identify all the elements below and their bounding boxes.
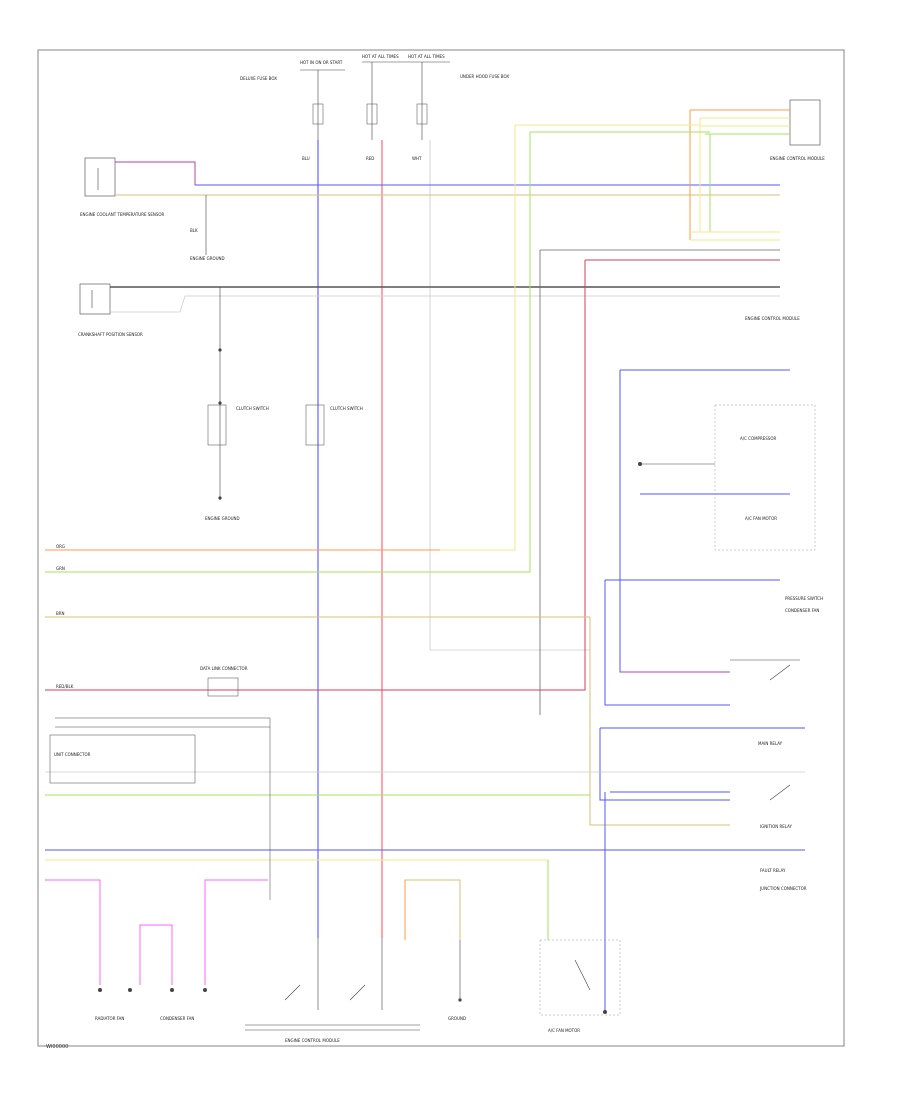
- fuse-block-1-label: HOT IN ON OR START: [300, 60, 343, 65]
- engine-coolant-sensor: ENGINE COOLANT TEMPERATURE SENSOR: [80, 157, 165, 217]
- data-link-label: DATA LINK CONNECTOR: [200, 666, 248, 671]
- diagram-frame: [37, 49, 845, 1047]
- crankshaft-sensor-label: CRANKSHAFT POSITION SENSOR: [78, 332, 143, 337]
- wire-label-wht-top: WHT: [412, 156, 422, 161]
- radiator-fan-label: RADIATOR FAN: [95, 1016, 124, 1021]
- wire-gray-ckp: [110, 295, 780, 313]
- wire-label-redblk: RED/BLK: [56, 684, 74, 689]
- fan-motor-bottom: A/C FAN MOTOR: [539, 939, 621, 1033]
- wire-label-brn: BRN: [56, 611, 65, 616]
- fan-motor-label: A/C FAN MOTOR: [745, 516, 777, 521]
- main-relay: [730, 659, 800, 681]
- fuse-block-3-label: HOT AT ALL TIMES: [408, 54, 445, 59]
- wire-label-red-top: RED: [366, 156, 374, 161]
- wire-label-org: ORG: [56, 544, 65, 549]
- wire-redblk-long: [45, 260, 586, 691]
- clutch-switch-1: CLUTCH SWITCH: [207, 404, 269, 446]
- condenser-fan-label: CONDENSER FAN: [160, 1016, 194, 1021]
- wire-yellow-long: [45, 125, 516, 551]
- fuse-block-1: HOT IN ON OR START: [300, 60, 345, 140]
- data-link-connector: DATA LINK CONNECTOR: [200, 666, 248, 697]
- wire-green-long: [45, 132, 531, 573]
- clutch-switch-2: CLUTCH SWITCH: [305, 404, 363, 446]
- fuse-block-2-label: HOT AT ALL TIMES: [362, 54, 399, 59]
- wire-label-blu-top: BLU: [302, 156, 310, 161]
- fault-relay-label: FAULT RELAY: [760, 868, 786, 873]
- ecm-right-label-2: ENGINE CONTROL MODULE: [745, 316, 800, 321]
- clutch-switch-1-label: CLUTCH SWITCH: [236, 406, 269, 411]
- ecm-right-label: ENGINE CONTROL MODULE: [770, 156, 825, 161]
- fuse-block-3: HOT AT ALL TIMES: [408, 54, 450, 140]
- wire-purple-ect: [115, 161, 780, 186]
- radiator-fan-connector: RADIATOR FAN: [95, 988, 132, 1021]
- fuse-block-2: HOT AT ALL TIMES: [362, 54, 408, 140]
- fan-motor-bottom-label: A/C FAN MOTOR: [548, 1028, 580, 1033]
- wire-label-blk-ect: BLK: [190, 228, 198, 233]
- engine-ground-label: ENGINE GROUND: [190, 256, 225, 261]
- junction-connector-label: JUNCTION CONNECTOR: [759, 886, 807, 891]
- ignition-relay-label: IGNITION RELAY: [760, 824, 793, 829]
- bottom-ecm: ENGINE CONTROL MODULE: [245, 938, 420, 1043]
- unit-connector: UNIT CONNECTOR: [49, 717, 271, 900]
- condenser-fan-connector: CONDENSER FAN: [160, 988, 207, 1021]
- wire-label-grn: GRN: [56, 566, 65, 571]
- pressure-switch-sub-label: CONDENSER FAN: [785, 608, 819, 613]
- main-relay-label: MAIN RELAY: [758, 741, 783, 746]
- pressure-switch-label: PRESSURE SWITCH: [785, 596, 823, 601]
- crankshaft-sensor: CRANKSHAFT POSITION SENSOR: [78, 283, 143, 337]
- bottom-ecm-label: ENGINE CONTROL MODULE: [285, 1038, 340, 1043]
- engine-coolant-sensor-label: ENGINE COOLANT TEMPERATURE SENSOR: [80, 212, 165, 217]
- relay-box-right-label: UNDER HOOD FUSE BOX: [460, 74, 509, 79]
- relay-box-left-label: DELUXE FUSE BOX: [240, 76, 277, 81]
- ignition-relay: IGNITION RELAY: [760, 784, 793, 829]
- unit-connector-label: UNIT CONNECTOR: [54, 752, 91, 757]
- ac-compressor-label: A/C COMPRESSOR: [740, 436, 776, 441]
- diagram-footer-code: WI00000: [46, 1044, 69, 1050]
- ground-bottom-label: GROUND: [448, 1016, 466, 1021]
- ac-compressor-block: A/C COMPRESSOR A/C FAN MOTOR: [619, 369, 816, 673]
- engine-ground-label-2: ENGINE GROUND: [205, 516, 240, 521]
- clutch-switch-2-label: CLUTCH SWITCH: [330, 406, 363, 411]
- ecm-right-connector: ENGINE CONTROL MODULE ENGINE CONTROL MOD…: [745, 99, 825, 321]
